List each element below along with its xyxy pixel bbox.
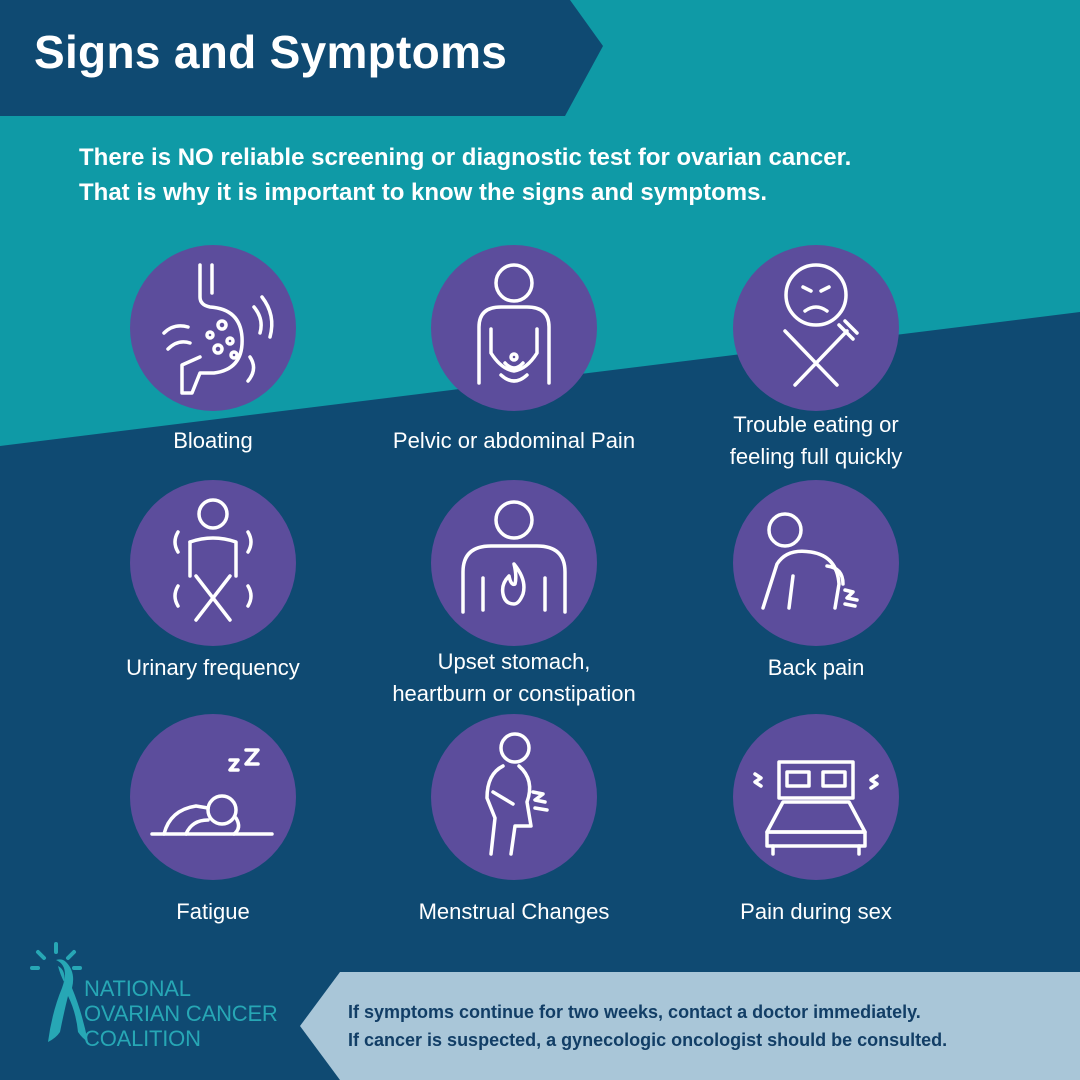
back-pain-icon [761, 512, 859, 610]
footer-text: If symptoms continue for two weeks, cont… [348, 998, 947, 1054]
title-banner [0, 0, 603, 116]
bed-icon [753, 760, 879, 856]
symptom-label: Upset stomach, heartburn or constipation [344, 646, 684, 710]
intro-text: There is NO reliable screening or diagno… [79, 140, 1039, 210]
symptom-menstrual-changes: Menstrual Changes [344, 714, 684, 924]
footer-line-1: If symptoms continue for two weeks, cont… [348, 1002, 921, 1022]
symptom-label: Pain during sex [646, 896, 986, 928]
symptom-label-line: Pain during sex [740, 899, 892, 924]
symptom-circle [733, 714, 899, 880]
symptom-label: Fatigue [43, 896, 383, 928]
sad-face-fork-knife-icon [783, 263, 859, 387]
logo-wordmark: NATIONAL OVARIAN CANCER COALITION [84, 976, 278, 1051]
symptom-bloating: Bloating [43, 245, 383, 453]
symptom-circle [733, 480, 899, 646]
symptom-label: Trouble eating or feeling full quickly [646, 409, 986, 473]
symptom-label-line: Fatigue [176, 899, 250, 924]
footer-banner [300, 972, 1080, 1080]
symptom-label-line: Upset stomach, [437, 649, 591, 674]
symptom-label-line: Bloating [173, 428, 253, 453]
page-title: Signs and Symptoms [34, 26, 508, 78]
symptom-label: Pelvic or abdominal Pain [344, 425, 684, 457]
symptom-label-line: Back pain [767, 655, 865, 680]
symptom-label: Urinary frequency [43, 652, 383, 684]
symptom-circle [431, 480, 597, 646]
sleeping-person-icon [150, 748, 274, 836]
footer-line-2: If cancer is suspected, a gynecologic on… [348, 1030, 948, 1050]
symptom-label-line: heartburn or constipation [392, 681, 636, 706]
stomach-icon [162, 263, 274, 395]
symptom-circle [130, 480, 296, 646]
symptom-circle [431, 714, 597, 880]
teal-ribbon-icon [30, 942, 88, 1042]
logo-line-2: OVARIAN CANCER [84, 1001, 278, 1026]
intro-line-2: That is why it is important to know the … [79, 179, 768, 206]
symptom-fatigue: Fatigue [43, 714, 383, 924]
menstrual-cramps-icon [485, 732, 549, 856]
symptom-label-line: feeling full quickly [729, 444, 903, 469]
symptom-circle [431, 245, 597, 411]
symptom-pain-during-sex: Pain during sex [646, 714, 986, 924]
symptom-label-line: Pelvic or abdominal Pain [392, 428, 636, 453]
heartburn-icon [461, 500, 567, 614]
symptom-circle [733, 245, 899, 411]
symptom-label-line: Trouble eating or [733, 412, 899, 437]
logo-line-1: NATIONAL [84, 976, 191, 1001]
symptom-label-line: Urinary frequency [126, 655, 300, 680]
symptom-label-line: Menstrual Changes [418, 899, 610, 924]
symptom-trouble-eating: Trouble eating or feeling full quickly [646, 245, 986, 469]
abdominal-pain-icon [477, 263, 551, 385]
symptom-upset-stomach: Upset stomach, heartburn or constipation [344, 480, 684, 706]
symptom-label: Back pain [646, 652, 986, 684]
symptom-urinary-frequency: Urinary frequency [43, 480, 383, 680]
symptom-back-pain: Back pain [646, 480, 986, 680]
urinary-icon [173, 498, 253, 622]
intro-line-1: There is NO reliable screening or diagno… [79, 144, 852, 171]
symptom-pelvic-pain: Pelvic or abdominal Pain [344, 245, 684, 453]
logo-line-3: COALITION [84, 1026, 201, 1051]
symptom-label: Bloating [43, 425, 383, 457]
symptom-label: Menstrual Changes [344, 896, 684, 928]
symptom-circle [130, 714, 296, 880]
symptom-circle [130, 245, 296, 411]
